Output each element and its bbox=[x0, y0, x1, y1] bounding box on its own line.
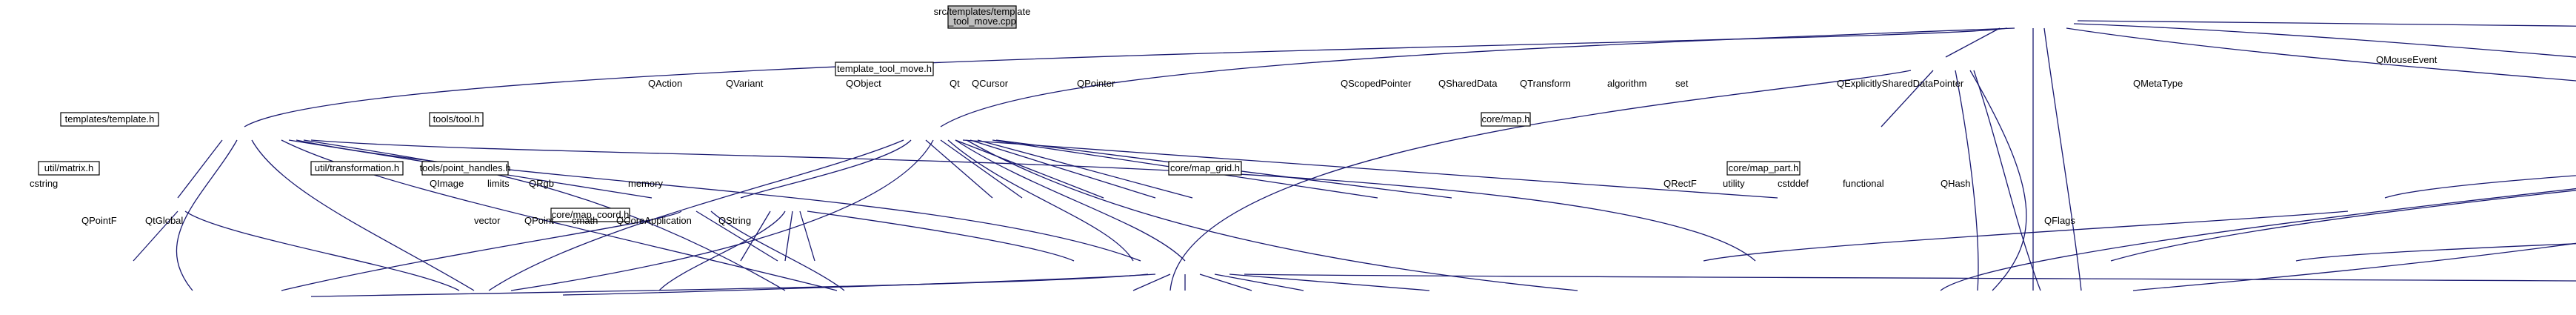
node-cmath[interactable]: cmath bbox=[572, 215, 598, 226]
node-cstddef[interactable]: cstddef bbox=[1778, 178, 1809, 189]
node-qmetatype[interactable]: QMetaType bbox=[2133, 78, 2183, 89]
node-label: core/map_part.h bbox=[1729, 162, 1799, 173]
node-cstring[interactable]: cstring bbox=[30, 178, 58, 189]
node-qcoreapplication[interactable]: QCoreApplication bbox=[616, 215, 692, 226]
node-label: util/transformation.h bbox=[315, 162, 399, 173]
nodes: src/templates/template _tool_move.cpp te… bbox=[30, 5, 2437, 226]
root-label-line1: src/templates/template bbox=[934, 6, 1031, 17]
edges bbox=[133, 20, 2576, 297]
node-util-matrix-h[interactable]: util/matrix.h bbox=[38, 161, 100, 176]
node-qobject[interactable]: QObject bbox=[846, 78, 881, 89]
node-label: tools/point_handles.h bbox=[420, 162, 511, 173]
node-qcursor[interactable]: QCursor bbox=[972, 78, 1009, 89]
node-utility[interactable]: utility bbox=[1723, 178, 1745, 189]
node-label: core/map.h bbox=[1481, 113, 1529, 125]
node-label: util/matrix.h bbox=[44, 162, 93, 173]
node-qrgb[interactable]: QRgb bbox=[529, 178, 554, 189]
node-core-map-part-h[interactable]: core/map_part.h bbox=[1726, 161, 1801, 176]
node-vector[interactable]: vector bbox=[474, 215, 501, 226]
node-label: core/map_grid.h bbox=[1170, 162, 1240, 173]
node-limits[interactable]: limits bbox=[487, 178, 510, 189]
node-qexplicitlyshareddatapointer[interactable]: QExplicitlySharedDataPointer bbox=[1837, 78, 1964, 89]
node-qhash[interactable]: QHash bbox=[1941, 178, 1970, 189]
node-qstring[interactable]: QString bbox=[718, 215, 751, 226]
node-tools-point-handles-h[interactable]: tools/point_handles.h bbox=[420, 161, 511, 176]
node-util-transformation-h[interactable]: util/transformation.h bbox=[310, 161, 404, 176]
node-label: templates/template.h bbox=[65, 113, 155, 125]
node-qflags[interactable]: QFlags bbox=[2044, 215, 2075, 226]
root-label-line2: _tool_move.cpp bbox=[947, 16, 1016, 27]
node-qtglobal[interactable]: QtGlobal bbox=[145, 215, 183, 226]
node-qpointf[interactable]: QPointF bbox=[81, 215, 117, 226]
node-qmouseevent[interactable]: QMouseEvent bbox=[2376, 54, 2437, 65]
node-qshareddata[interactable]: QSharedData bbox=[1438, 78, 1498, 89]
node-qpoint[interactable]: QPoint bbox=[524, 215, 554, 226]
node-algorithm[interactable]: algorithm bbox=[1607, 78, 1646, 89]
node-tools-tool-h[interactable]: tools/tool.h bbox=[429, 112, 484, 127]
node-templates-template-h[interactable]: templates/template.h bbox=[60, 112, 159, 127]
node-qt[interactable]: Qt bbox=[950, 78, 960, 89]
node-core-map-h[interactable]: core/map.h bbox=[1481, 112, 1531, 127]
node-label: template_tool_move.h bbox=[837, 63, 932, 74]
node-qvariant[interactable]: QVariant bbox=[726, 78, 764, 89]
node-qpointer[interactable]: QPointer bbox=[1077, 78, 1115, 89]
node-qtransform[interactable]: QTransform bbox=[1520, 78, 1571, 89]
node-core-map-grid-h[interactable]: core/map_grid.h bbox=[1168, 161, 1242, 176]
node-qimage[interactable]: QImage bbox=[430, 178, 464, 189]
node-qrectf[interactable]: QRectF bbox=[1664, 178, 1697, 189]
node-memory[interactable]: memory bbox=[628, 178, 663, 189]
node-qaction[interactable]: QAction bbox=[648, 78, 682, 89]
node-label: tools/tool.h bbox=[433, 113, 480, 125]
node-qscopedpointer[interactable]: QScopedPointer bbox=[1341, 78, 1412, 89]
node-functional[interactable]: functional bbox=[1843, 178, 1884, 189]
node-label: core/map_coord.h bbox=[552, 209, 630, 220]
node-core-map-coord-h[interactable]: core/map_coord.h bbox=[550, 208, 630, 222]
node-template-tool-move-h[interactable]: template_tool_move.h bbox=[835, 62, 934, 76]
node-root[interactable]: src/templates/template _tool_move.cpp bbox=[934, 5, 1031, 29]
node-set[interactable]: set bbox=[1675, 78, 1689, 89]
